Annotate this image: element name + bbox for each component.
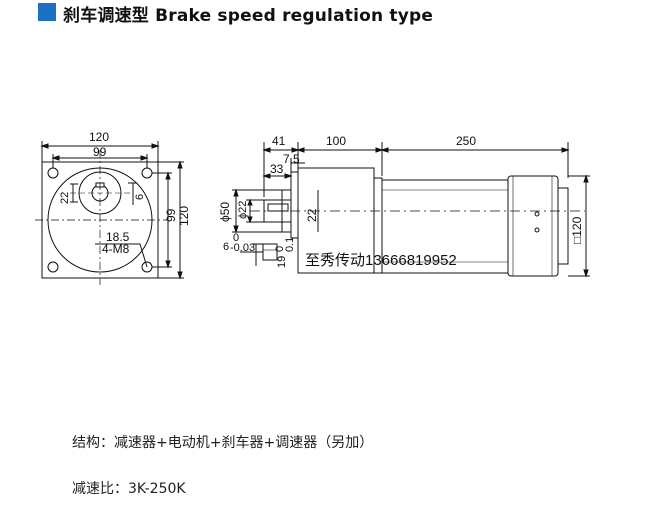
- dim-offset: 18.5: [106, 230, 130, 244]
- page-title: 刹车调速型 Brake speed regulation type: [63, 6, 434, 26]
- dim-key-depth: 6: [134, 194, 146, 200]
- shaft-keyway: [267, 203, 289, 212]
- dim-front-width-inner: 99: [93, 145, 107, 159]
- dim-key-tol-upper: 0: [233, 232, 239, 244]
- dim-holes: 4-M8: [102, 242, 130, 256]
- dim-shaft-dia: ϕ22: [237, 201, 249, 219]
- dim-gearbox-length: 100: [326, 134, 346, 148]
- structure-note: 结构：减速器+电动机+刹车器+调速器（另加）: [72, 435, 374, 451]
- brake-housing: [507, 175, 559, 277]
- dim-motor-length: 250: [456, 134, 476, 148]
- dim-key-label: 6: [223, 241, 229, 253]
- dim-key-height-b: 0.1: [284, 237, 296, 252]
- mount-hole: [47, 261, 59, 273]
- mounting-flange: [290, 171, 299, 239]
- dim-key-tol-lower: -0.03: [230, 242, 255, 254]
- dim-shoulder: 7.5: [283, 152, 300, 166]
- ratio-note: 减速比：3K-250K: [72, 481, 186, 497]
- dim-flange-dia: ϕ50: [218, 202, 232, 222]
- front-view: [35, 141, 184, 285]
- side-view: [232, 142, 590, 278]
- dim-key-height: 19: [276, 256, 288, 268]
- dim-front-height-inner: 99: [164, 208, 178, 222]
- dim-shaft-length: 41: [272, 134, 286, 148]
- dim-key-width: 22: [59, 192, 71, 204]
- dim-key-height-a: 0: [274, 246, 286, 252]
- dim-center-height: 22: [305, 208, 319, 222]
- dim-motor-square: □120: [570, 216, 584, 244]
- dim-front-height-outer: 120: [177, 206, 191, 226]
- header-accent-square: [38, 3, 56, 21]
- watermark: 至秀传动13666819952: [305, 252, 457, 269]
- mount-hole: [47, 167, 59, 179]
- dim-key-length: 33: [270, 162, 284, 176]
- end-cap: [557, 187, 569, 265]
- dim-front-width-outer: 120: [89, 130, 109, 144]
- mount-hole: [141, 167, 153, 179]
